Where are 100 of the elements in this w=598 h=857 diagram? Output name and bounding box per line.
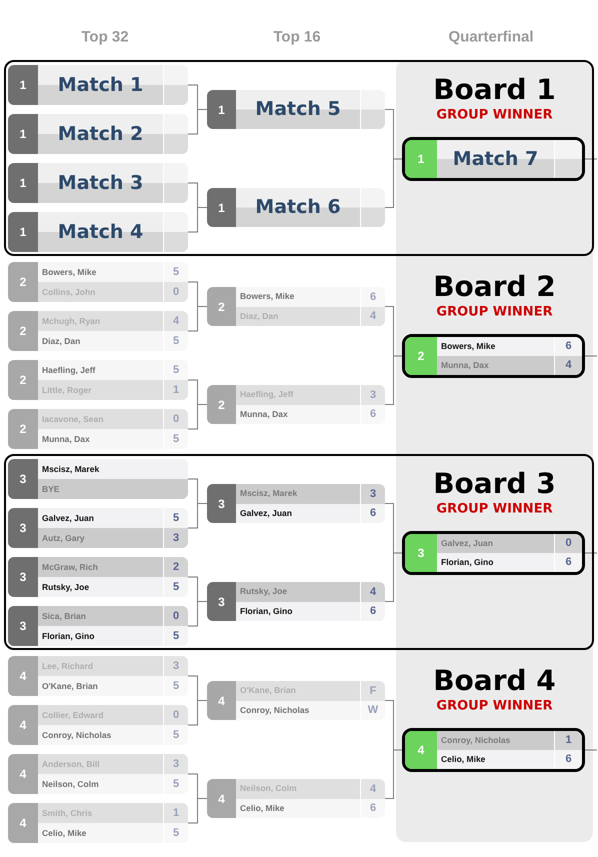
- match-box: [207, 90, 385, 129]
- match-box: [402, 334, 585, 378]
- board-number-badge: 3: [8, 557, 38, 597]
- board-number-badge: 2: [8, 360, 38, 400]
- score: 0: [163, 606, 188, 626]
- match-box: [8, 459, 188, 499]
- match-box: [8, 409, 188, 449]
- board-number-badge: 4: [207, 779, 236, 818]
- column-heading: Quarterfinal: [448, 30, 534, 44]
- board-number-badge: 3: [207, 582, 236, 621]
- score: 0: [163, 282, 188, 302]
- board-number-badge: 2: [8, 262, 38, 302]
- board-outline: [4, 454, 594, 650]
- board-number-badge: 4: [8, 656, 38, 696]
- match-box: [207, 582, 385, 621]
- score: W: [360, 700, 385, 720]
- score: 3: [360, 484, 385, 504]
- match-box: [8, 606, 188, 646]
- bracket-line: [188, 798, 208, 824]
- score: 0: [163, 409, 188, 429]
- board-number-badge: 1: [8, 65, 38, 105]
- board-number-badge: 3: [405, 534, 437, 572]
- board-number-badge: 1: [8, 114, 38, 154]
- score: 4: [360, 779, 385, 798]
- score: 6: [360, 404, 385, 424]
- board-number-badge: 3: [8, 508, 38, 548]
- score: 3: [163, 656, 188, 676]
- match-box: [207, 779, 385, 818]
- player-name: Galvez, Juan: [437, 534, 554, 553]
- score: 0: [163, 705, 188, 725]
- score: 1: [554, 731, 582, 750]
- group-winner-label: GROUP WINNER: [436, 502, 553, 516]
- player-name: Conroy, Nicholas: [437, 731, 554, 750]
- score: 6: [554, 553, 582, 572]
- match-box: [8, 508, 188, 548]
- score: 6: [554, 750, 582, 769]
- board-number-badge: 1: [207, 188, 236, 227]
- bracket-line: [188, 109, 208, 134]
- match-box: [207, 287, 385, 326]
- board-number-badge: 1: [8, 212, 38, 252]
- score: F: [360, 681, 385, 700]
- match-box: [402, 137, 585, 181]
- score: 2: [163, 557, 188, 577]
- score: 3: [163, 528, 188, 548]
- board-number-badge: 2: [207, 287, 236, 326]
- player-name: BYE: [38, 479, 188, 499]
- board-number-badge: 2: [207, 385, 236, 424]
- bracket-line: [584, 552, 598, 554]
- board-number-badge: 2: [8, 311, 38, 351]
- board-title: Board 4: [433, 667, 556, 695]
- board-number-badge: 1: [405, 140, 437, 178]
- board-number-badge: 4: [8, 754, 38, 794]
- score: 0: [554, 534, 582, 553]
- bracket-line: [188, 207, 208, 232]
- match-box: [8, 262, 188, 302]
- score: 3: [360, 385, 385, 404]
- group-winner-label: GROUP WINNER: [436, 306, 553, 318]
- match-box: [8, 212, 188, 252]
- bracket-line: [188, 503, 208, 528]
- column-heading: Top 32: [81, 30, 129, 44]
- score: 6: [360, 602, 385, 621]
- score: 1: [163, 803, 188, 823]
- board-outline: [4, 60, 594, 256]
- board-number-badge: 3: [8, 459, 38, 499]
- board-number-badge: 3: [207, 484, 236, 523]
- player-name: Munna, Dax: [437, 356, 554, 375]
- score: 4: [163, 311, 188, 331]
- bracket-line: [188, 404, 208, 430]
- board-number-badge: 1: [8, 163, 38, 203]
- board-number-badge: 1: [207, 90, 236, 129]
- board-title: Board 2: [433, 273, 556, 301]
- player-name: McGraw, Rich: [38, 557, 163, 577]
- score: 4: [360, 582, 385, 602]
- score: 4: [554, 356, 582, 375]
- group-winner-label: GROUP WINNER: [436, 700, 553, 712]
- match-box: [207, 681, 385, 720]
- player-name: Mscisz, Marek: [236, 484, 360, 504]
- match-box: [8, 360, 188, 400]
- score: 3: [163, 754, 188, 774]
- column-heading: Top 16: [273, 30, 321, 44]
- match-box: [8, 557, 188, 597]
- bracket-line: [584, 158, 598, 160]
- match-box: [8, 705, 188, 745]
- match-box: [8, 65, 188, 105]
- match-box: [207, 385, 385, 424]
- bracket-line: [188, 306, 208, 332]
- board-number-badge: 2: [405, 337, 437, 375]
- match-box: [8, 311, 188, 351]
- board-number-badge: 4: [405, 731, 437, 769]
- board-number-badge: 4: [8, 803, 38, 843]
- player-name: Autz, Gary: [38, 528, 163, 548]
- score: 1: [163, 380, 188, 400]
- match-box: [207, 484, 385, 523]
- match-box: [402, 728, 585, 772]
- board-number-badge: 2: [8, 409, 38, 449]
- score: 6: [360, 504, 385, 523]
- board-title: Board 3: [433, 470, 556, 498]
- match-box: [8, 656, 188, 696]
- bracket-line: [188, 700, 208, 726]
- board-title: Board 1: [433, 76, 556, 104]
